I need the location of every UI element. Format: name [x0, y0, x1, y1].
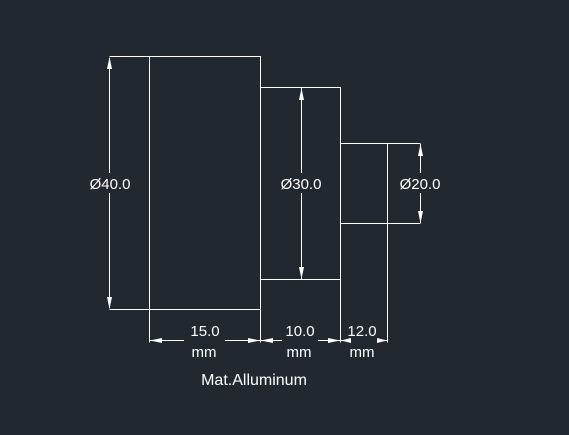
length-small-unit: mm [350, 344, 375, 361]
large-dia-arrow-bottom [107, 297, 112, 309]
large-diameter-label: Ø40.0 [90, 176, 131, 193]
medium-section-outline [260, 87, 341, 280]
length-large-arrow-left [150, 338, 162, 343]
length-medium-arrow-left [261, 338, 273, 343]
small-section-outline [340, 143, 388, 224]
length-small-arrow-left [341, 338, 351, 343]
length-large-unit: mm [192, 344, 217, 361]
length-medium-arrow-right [328, 338, 340, 343]
medium-diameter-label: Ø30.0 [281, 176, 322, 193]
length-medium-value: 10.0 [285, 323, 314, 340]
small-dia-arrow-bottom [418, 211, 423, 223]
length-large-arrow-right [248, 338, 260, 343]
large-section-outline [149, 56, 261, 310]
medium-dia-arrow-bottom [299, 267, 304, 279]
length-small-arrow-right [377, 338, 387, 343]
length-large-value: 15.0 [190, 323, 219, 340]
length-small-value: 12.0 [347, 323, 376, 340]
medium-dia-arrow-top [299, 88, 304, 100]
small-dia-arrow-top [418, 144, 423, 156]
large-dia-arrow-top [107, 57, 112, 69]
material-note: Mat.Alluminum [201, 372, 307, 389]
small-diameter-label: Ø20.0 [400, 176, 441, 193]
length-medium-unit: mm [287, 344, 312, 361]
